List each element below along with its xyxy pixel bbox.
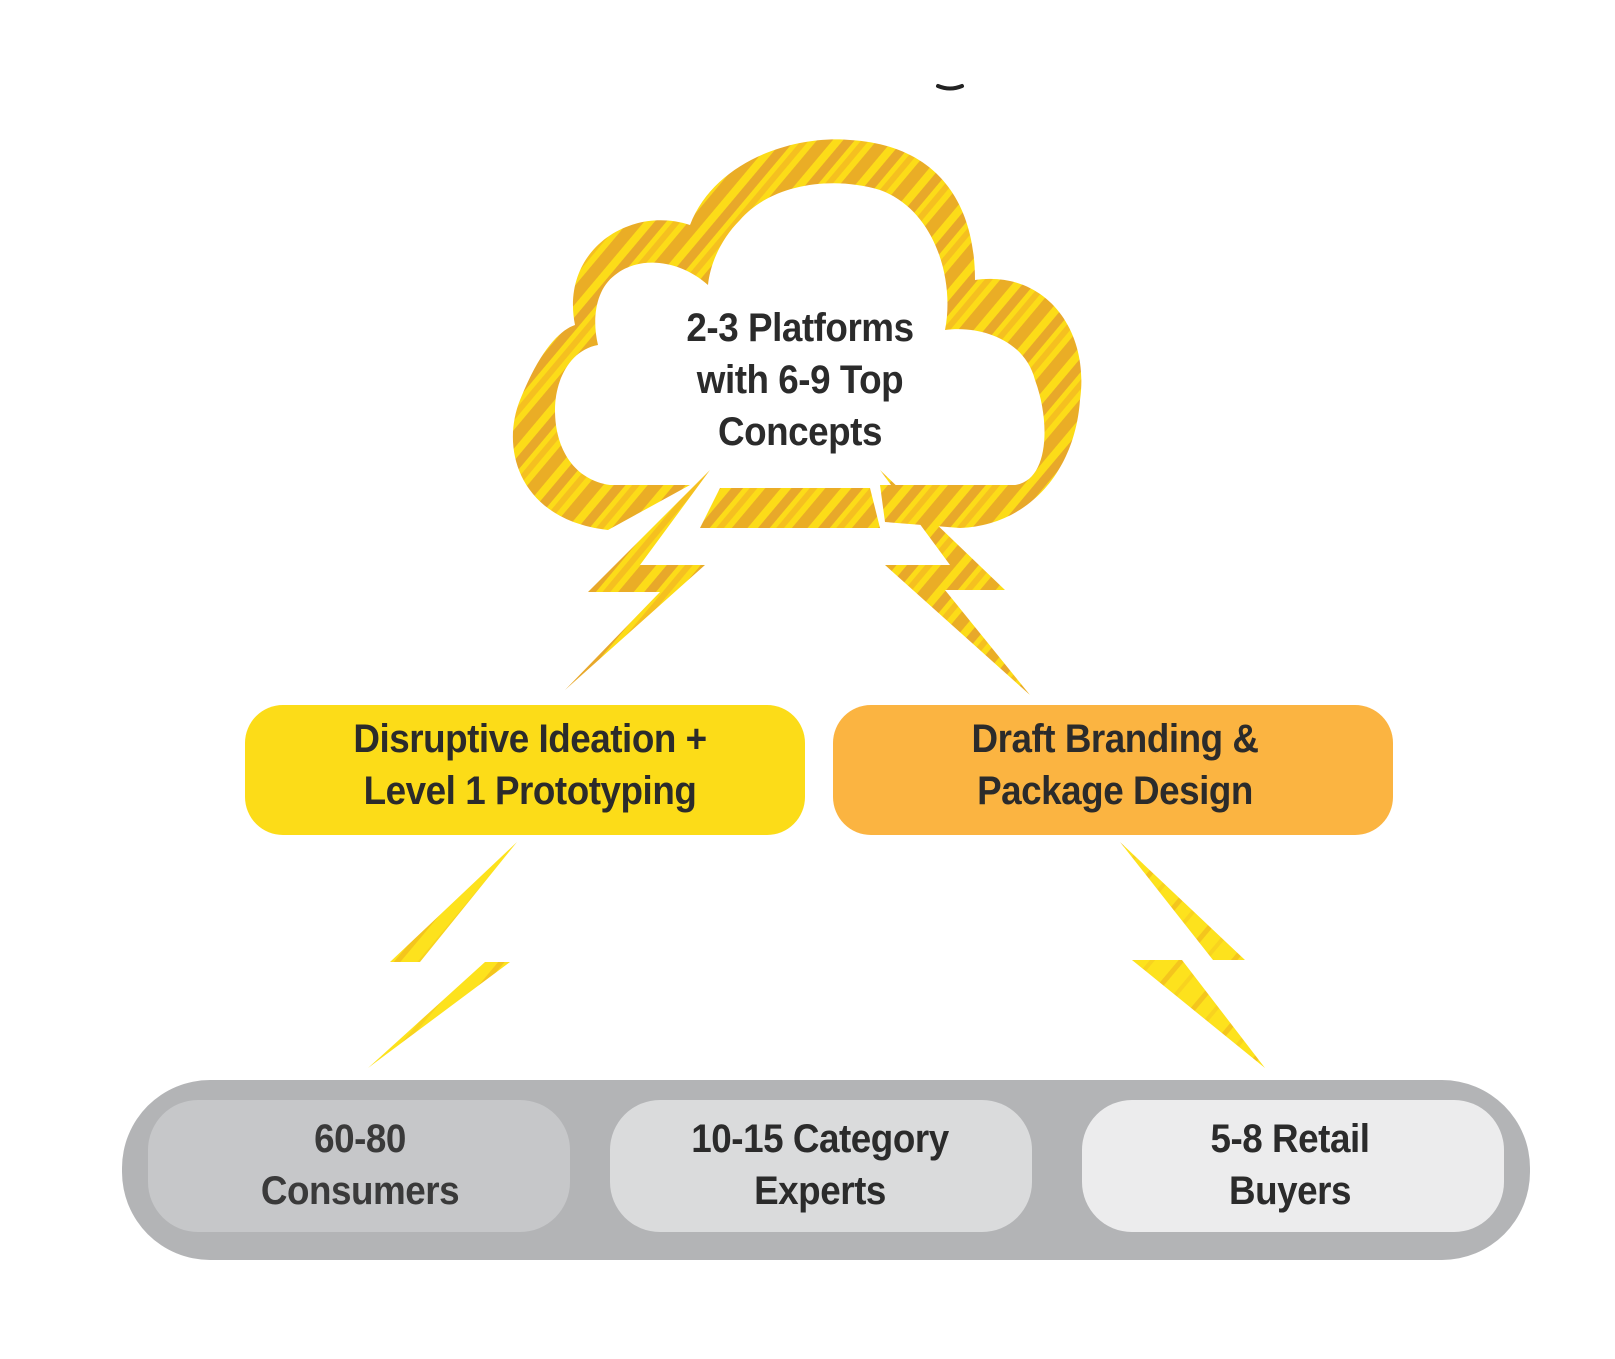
top-mark <box>936 84 964 91</box>
bolt-stage-left <box>368 842 517 1068</box>
cloud-label-line3: Concepts <box>717 410 882 454</box>
audience-label-consumers-line2: Consumers <box>260 1169 460 1213</box>
cloud-label: 2-3 Platforms with 6-9 Top Concepts <box>616 290 984 470</box>
bolt-cloud-left <box>565 470 710 690</box>
bolt-cloud-right <box>880 470 1030 695</box>
audience-label-consumers-line1: 60-80 <box>314 1117 406 1161</box>
cloud-label-line1: 2-3 Platforms <box>686 306 914 350</box>
bolt-stage-right <box>1120 842 1265 1068</box>
stage-label-branding-line1: Draft Branding & <box>971 717 1259 761</box>
audience-label-experts-line2: Experts <box>754 1169 886 1213</box>
stage-label-branding: Draft Branding & Package Design <box>857 700 1372 830</box>
stage-pill-right <box>833 705 1393 835</box>
audience-label-buyers-line1: 5-8 Retail <box>1210 1117 1370 1161</box>
cloud-label-line2: with 6-9 Top <box>696 358 904 402</box>
audience-label-experts: 10-15 Category Experts <box>627 1100 1013 1230</box>
audience-pill-buyers <box>1082 1100 1504 1232</box>
audience-label-experts-line1: 10-15 Category <box>691 1117 949 1161</box>
stage-pill-left <box>245 705 805 835</box>
audience-label-consumers: 60-80 Consumers <box>167 1100 553 1230</box>
stage-label-ideation-line2: Level 1 Prototyping <box>363 769 697 813</box>
stage-label-ideation: Disruptive Ideation + Level 1 Prototypin… <box>272 700 787 830</box>
audience-pill-consumers <box>148 1100 570 1232</box>
audience-label-buyers: 5-8 Retail Buyers <box>1097 1100 1483 1230</box>
stage-label-ideation-line1: Disruptive Ideation + <box>353 717 707 761</box>
stage-label-branding-line2: Package Design <box>977 769 1253 813</box>
audience-label-buyers-line2: Buyers <box>1228 1169 1351 1213</box>
audience-pill-experts <box>610 1100 1032 1232</box>
cloud-shape <box>512 139 1082 530</box>
